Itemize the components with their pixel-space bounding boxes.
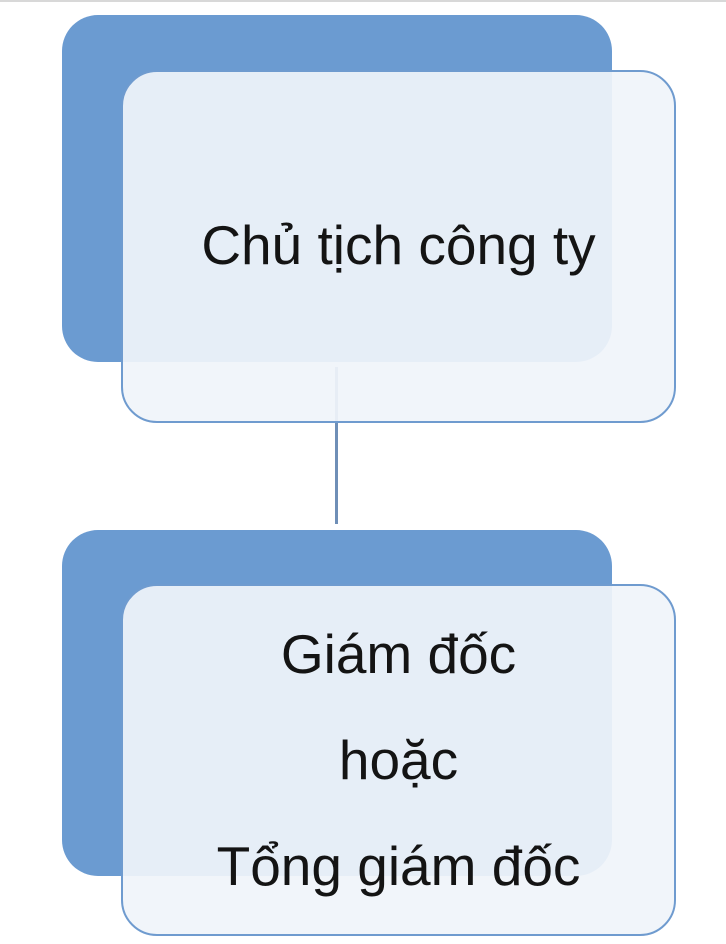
node-director-label-line-2: hoặc: [338, 729, 459, 791]
node-director-card: Giám đốc hoặc Tổng giám đốc: [121, 584, 676, 936]
canvas-top-border: [0, 0, 726, 2]
node-chairman-card: Chủ tịch công ty: [121, 70, 676, 423]
org-node-chairman: Chủ tịch công ty: [0, 0, 726, 430]
org-node-director: Giám đốc hoặc Tổng giám đốc: [0, 520, 726, 944]
node-director-label-line-3: Tổng giám đốc: [216, 835, 581, 897]
node-chairman-label: Chủ tịch công ty: [201, 213, 596, 276]
node-director-label-line-1: Giám đốc: [280, 623, 517, 685]
connector-chairman-to-director: [335, 367, 338, 524]
